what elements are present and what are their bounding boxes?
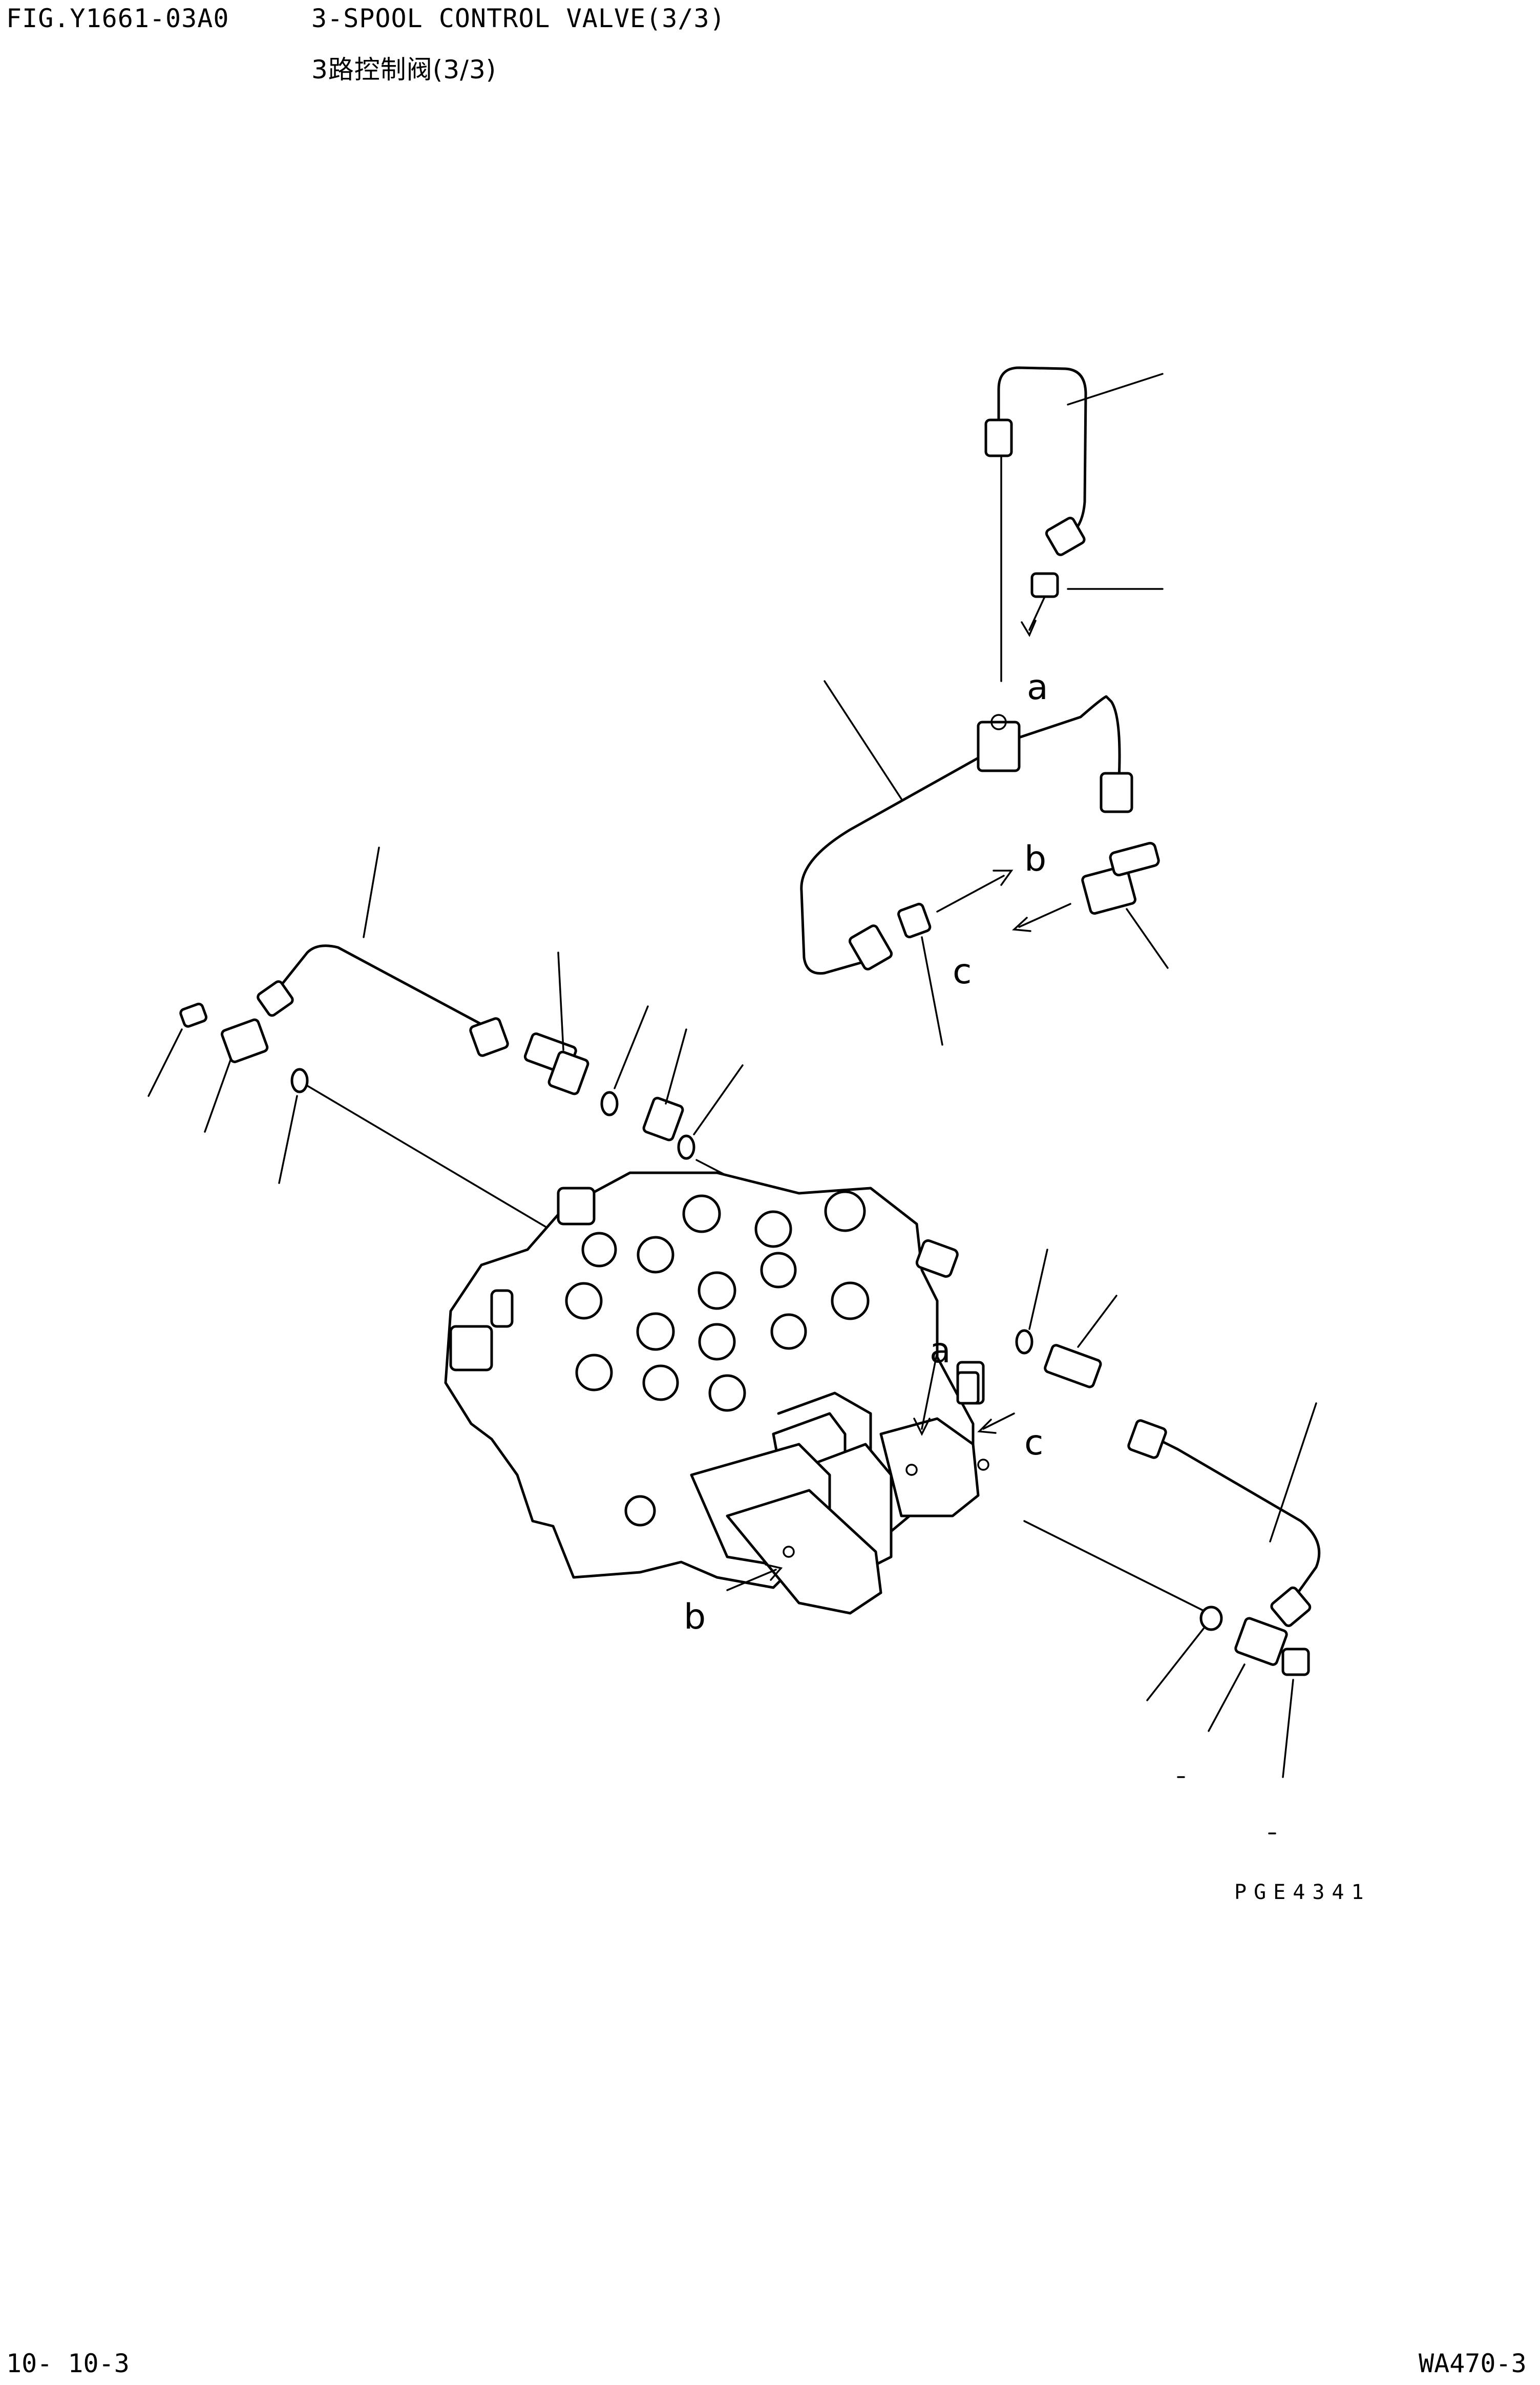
callout-c-valve: c <box>1024 1423 1043 1463</box>
figure-title-chinese: 3路控制阀(3/3) <box>311 55 497 85</box>
left-end-fittings <box>147 1002 559 1235</box>
callout-b-upper: b <box>1024 839 1046 879</box>
machine-model: WA470-3 <box>1419 2349 1527 2378</box>
control-valve-body <box>444 1171 989 1615</box>
valve-arrows <box>726 1351 1015 1591</box>
upper-fitting-b <box>897 870 1014 1046</box>
callout-b-valve: b <box>684 1597 706 1637</box>
upper-middle-fittings <box>523 952 841 1235</box>
upper-left-tube-assembly <box>257 847 509 1057</box>
lower-right-fittings <box>956 1249 1321 1778</box>
drawing-code: PGE4341 <box>1234 1881 1371 1904</box>
upper-tee-fitting-c <box>1011 841 1169 969</box>
page-number: 10- 10-3 <box>6 2349 130 2378</box>
callout-c-upper: c <box>953 952 972 992</box>
callout-a-valve: a <box>930 1331 951 1371</box>
callout-a-upper: a <box>1027 667 1048 708</box>
figure-id: FIG.Y1661-03A0 <box>6 4 229 33</box>
figure-title-english: 3-SPOOL CONTROL VALVE(3/3) <box>311 4 726 33</box>
tee-tube-assembly <box>800 680 1133 975</box>
upper-tube-assembly <box>984 366 1164 682</box>
